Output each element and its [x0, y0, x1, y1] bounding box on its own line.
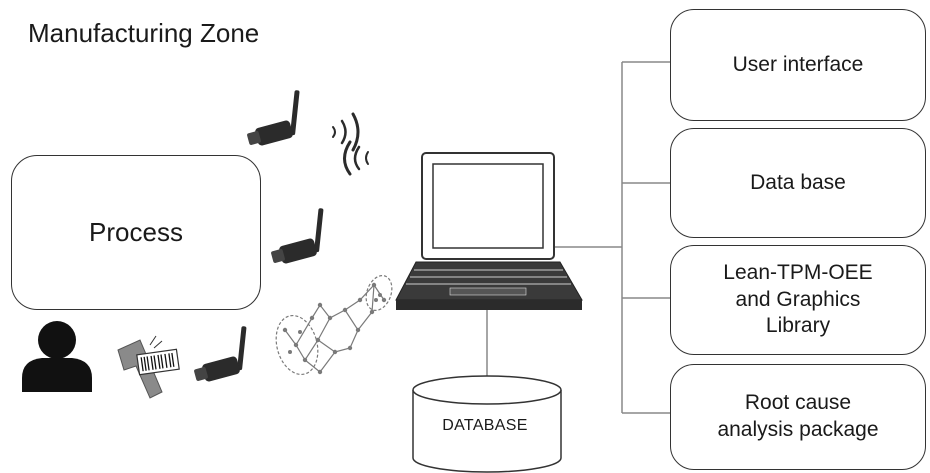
user-interface-module: User interface: [670, 9, 926, 121]
lean-tpm-oee-module: Lean-TPM-OEE and Graphics Library: [670, 245, 926, 355]
module-label-line: Root cause: [744, 391, 852, 415]
sensor-network-icon: [275, 274, 393, 376]
module-label: User interface: [732, 52, 864, 76]
barcode-scanner-icon: [117, 335, 180, 399]
module-label-line: Lean-TPM-OEE: [723, 260, 873, 284]
laptop-icon: [395, 152, 583, 310]
module-label-line: and Graphics: [735, 287, 861, 311]
wireless-transmitter-icon: [247, 90, 300, 146]
data-base-module: Data base: [670, 128, 926, 238]
module-label: Data base: [750, 170, 846, 194]
process-box: Process: [11, 155, 261, 310]
database-cylinder-icon: [412, 375, 562, 473]
zone-title: Manufacturing Zone: [28, 18, 260, 48]
wireless-transmitter-icon: [271, 208, 324, 264]
wireless-transmitter-icon: [194, 326, 247, 382]
operator-icon: [22, 321, 92, 392]
module-label-line: Library: [765, 314, 831, 338]
module-label-line: analysis package: [717, 418, 879, 441]
database-label: DATABASE: [442, 417, 528, 434]
process-label: Process: [89, 217, 183, 247]
wireless-signal-icon: [332, 112, 369, 176]
module-connectors: [552, 61, 670, 414]
root-cause-module: Root cause analysis package: [670, 364, 926, 470]
